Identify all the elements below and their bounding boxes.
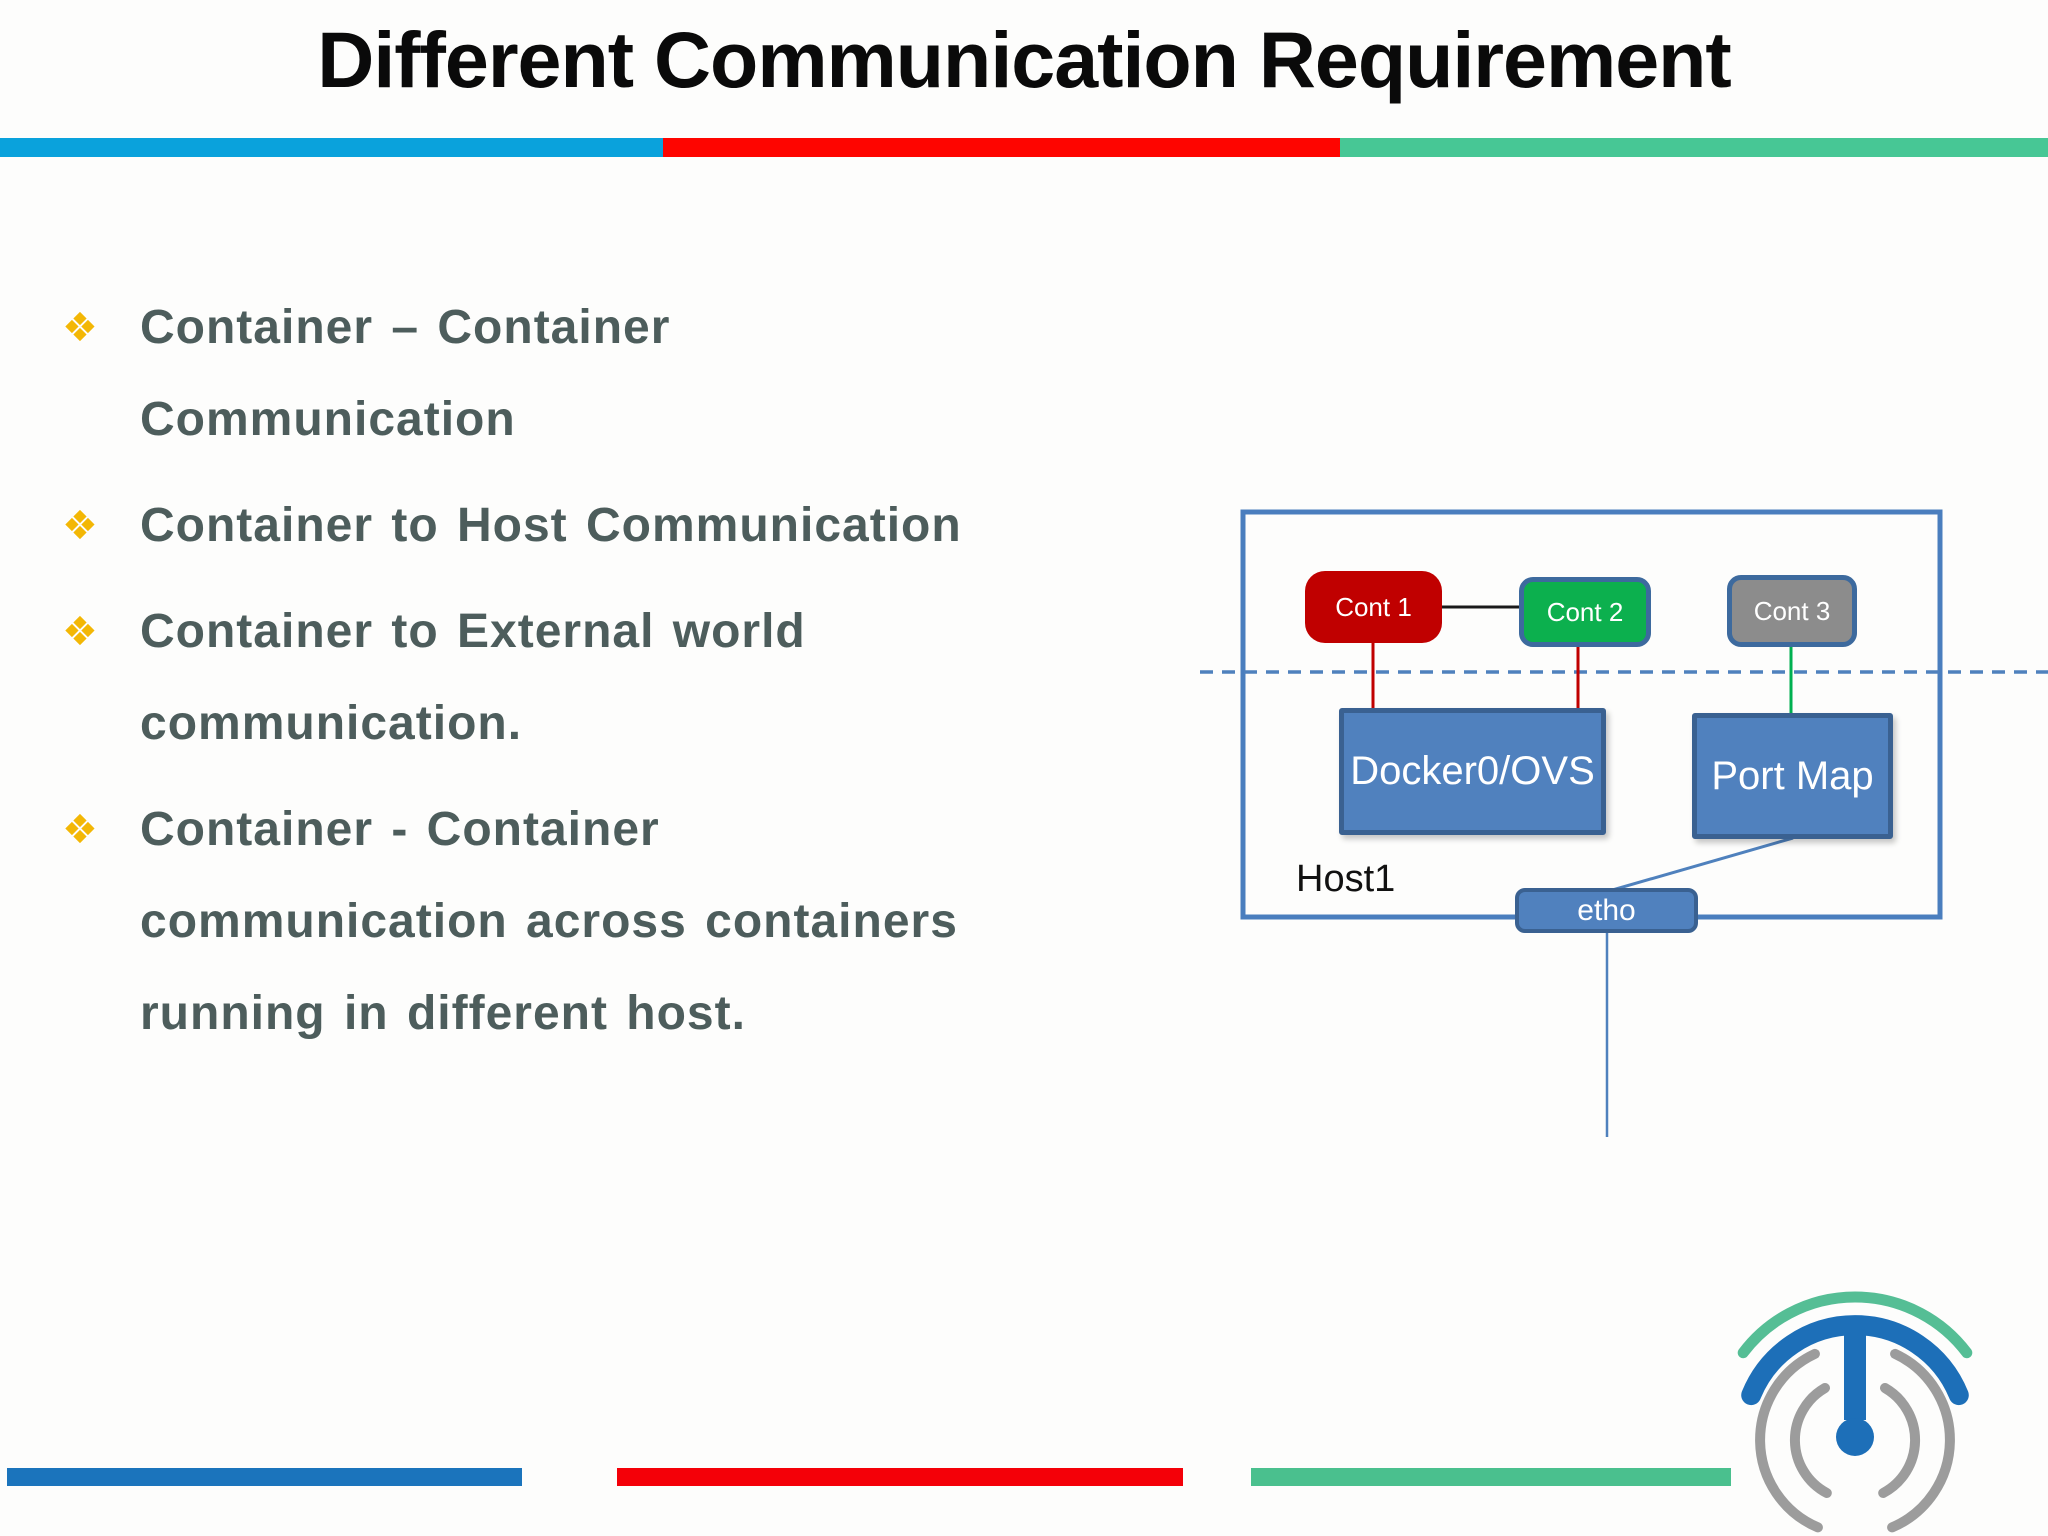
port-map-label: Port Map	[1711, 753, 1874, 798]
docker-bridge-node: Docker0/OVS	[1339, 708, 1606, 835]
top-divider-bar	[0, 138, 2048, 157]
slide-title: Different Communication Requirement	[317, 15, 1731, 104]
cont2-label: Cont 2	[1546, 596, 1624, 627]
docker-bridge-label: Docker0/OVS	[1350, 749, 1595, 793]
top-bar-green-segment	[1340, 138, 2048, 157]
port-map-node: Port Map	[1692, 713, 1893, 839]
cont1-label: Cont 1	[1335, 591, 1412, 622]
logo-wave-outer-right	[1887, 1348, 1955, 1533]
logo-wave-inner-left	[1789, 1383, 1832, 1498]
bottom-bar-blue-segment	[7, 1468, 522, 1486]
company-logo-icon	[1737, 1291, 1973, 1533]
logo-antenna-ball	[1836, 1418, 1874, 1456]
portmap-etho-link-line	[1608, 836, 1794, 893]
bottom-bar-green-segment	[1251, 1468, 1731, 1486]
diamond-bullet-icon: ❖	[62, 503, 98, 549]
container-node-cont2: Cont 2	[1519, 577, 1651, 647]
logo-green-arc	[1737, 1291, 1973, 1359]
eth-interface-node: etho	[1515, 888, 1698, 933]
logo-wave-inner-right	[1878, 1383, 1921, 1498]
host-label: Host1	[1296, 858, 1396, 900]
cont3-label: Cont 3	[1753, 595, 1831, 626]
logo-wave-outer-left	[1755, 1348, 1823, 1533]
diamond-bullet-icon: ❖	[62, 807, 98, 853]
bottom-bar-red-segment	[617, 1468, 1183, 1486]
eth-interface-label: etho	[1577, 893, 1636, 927]
diamond-bullet-icon: ❖	[62, 609, 98, 655]
container-node-cont3: Cont 3	[1727, 575, 1857, 647]
container-node-cont1: Cont 1	[1305, 571, 1442, 643]
top-bar-red-segment	[663, 138, 1340, 157]
bullet-text: Container to Host Communication	[140, 499, 962, 552]
diamond-bullet-icon: ❖	[62, 305, 98, 351]
list-item: ❖ Container to Host Communication	[62, 480, 1072, 572]
logo-blue-arc	[1741, 1315, 1969, 1406]
top-bar-blue-segment	[0, 138, 663, 157]
